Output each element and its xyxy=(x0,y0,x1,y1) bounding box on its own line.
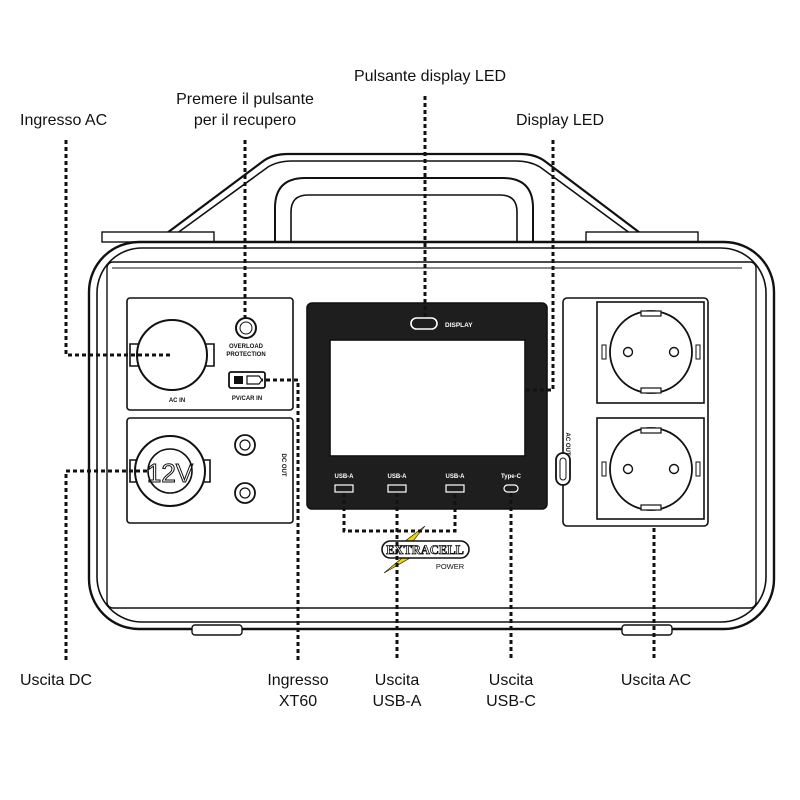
dc-out-label: DC OUT xyxy=(280,454,286,477)
right-foot xyxy=(621,624,673,636)
leader-ac-in xyxy=(64,140,170,357)
dc-panel: 12V DC OUT xyxy=(126,417,294,524)
brand-name: EXTRACELL xyxy=(386,543,464,557)
12v-label: 12V xyxy=(147,458,194,488)
leader-usb-a xyxy=(342,493,457,660)
callout-xt60: Ingresso XT60 xyxy=(267,672,329,710)
leader-xt60 xyxy=(262,378,300,660)
callout-display-led: Display LED xyxy=(515,112,605,129)
leader-dc-out xyxy=(64,469,150,660)
type-c-label: Type-C xyxy=(501,474,522,480)
carry-handle xyxy=(101,152,699,243)
leader-display-led xyxy=(525,140,555,392)
dc-port-1 xyxy=(234,434,256,456)
left-foot xyxy=(191,624,243,636)
ac-outlet-1 xyxy=(596,301,705,404)
12v-socket xyxy=(134,435,206,507)
usb-a-label-1: USB-A xyxy=(335,474,355,480)
ac-out-label: AC OUT xyxy=(564,433,570,456)
ac-in-label: AC IN xyxy=(169,398,185,404)
usb-a-label-2: USB-A xyxy=(388,474,408,480)
pv-car-in-label: PV/CAR IN xyxy=(232,396,262,402)
display-button-label: DISPLAY xyxy=(445,322,473,329)
dc-port-2 xyxy=(234,482,256,504)
ac-outlet-2 xyxy=(596,417,705,520)
overload-button[interactable] xyxy=(235,317,257,339)
overload-label-1: OVERLOAD xyxy=(229,344,264,350)
led-screen xyxy=(329,339,526,457)
leader-lines xyxy=(64,96,656,660)
ac-out-panel: AC OUT xyxy=(555,297,709,527)
callout-dc-out: Uscita DC xyxy=(20,672,93,689)
callout-overload: Premere il pulsante per il recupero xyxy=(176,91,314,129)
callout-display-button: Pulsante display LED xyxy=(353,68,507,85)
usb-c-port xyxy=(503,484,519,493)
overload-label-2: PROTECTION xyxy=(226,352,265,358)
usb-a-port-3 xyxy=(445,484,465,493)
callout-ac-in: Ingresso AC xyxy=(20,112,108,129)
brand-sub: POWER xyxy=(436,562,465,571)
callout-ac-out: Uscita AC xyxy=(620,672,692,689)
brand-logo: EXTRACELL POWER xyxy=(381,525,470,574)
usb-a-port-1 xyxy=(334,484,354,493)
device-body xyxy=(87,240,776,631)
usb-a-label-3: USB-A xyxy=(446,474,466,480)
usb-a-port-2 xyxy=(387,484,407,493)
display-panel: DISPLAY USB-A USB-A USB-A Type-C xyxy=(306,302,548,510)
callout-usb-c: Uscita USB-C xyxy=(486,672,536,710)
input-panel: AC IN OVERLOAD PROTECTION PV/CAR IN xyxy=(126,297,294,411)
ac-in-port xyxy=(136,319,208,391)
display-button[interactable] xyxy=(410,317,438,330)
callout-usb-a: Uscita USB-A xyxy=(372,672,422,710)
